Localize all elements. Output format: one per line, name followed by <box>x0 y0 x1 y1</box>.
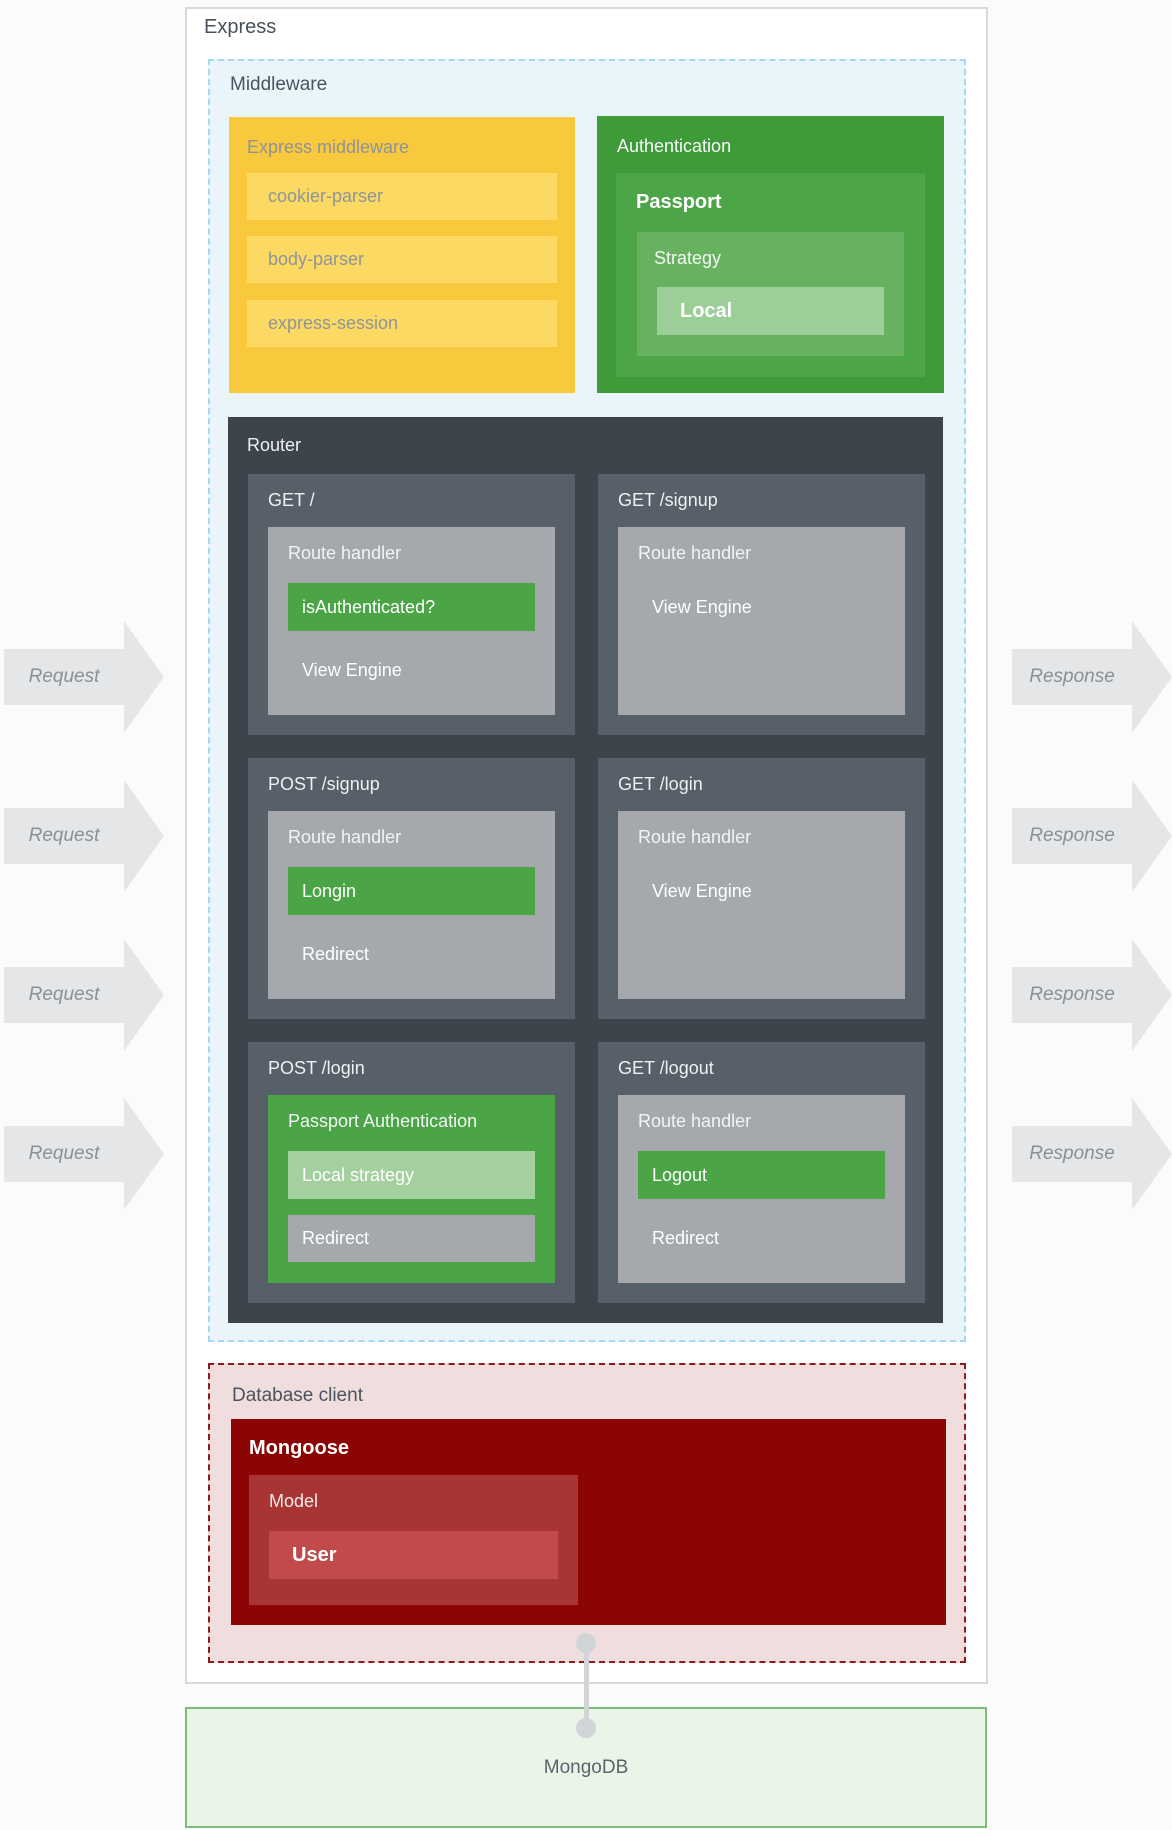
mongoose-box: Mongoose Model User <box>231 1419 946 1625</box>
route-handler-box: Route handler View Engine <box>618 811 905 999</box>
response-arrow-icon: Response <box>1012 1098 1172 1210</box>
mongoose-title: Mongoose <box>249 1437 349 1459</box>
express-middleware-box: Express middleware cookier-parser body-p… <box>229 117 575 393</box>
request-arrow-icon: Request <box>4 621 164 733</box>
db-connection-endpoint-icon <box>576 1718 596 1738</box>
route-handler-box: Route handler isAuthenticated? View Engi… <box>268 527 555 715</box>
response-label: Response <box>1029 825 1115 846</box>
middleware-item-express-session: express-session <box>247 300 557 347</box>
middleware-item-cookier-parser: cookier-parser <box>247 173 557 220</box>
route-handler-box: Route handler Longin Redirect <box>268 811 555 999</box>
passport-title: Passport <box>636 191 722 213</box>
route-title: GET /signup <box>618 490 718 510</box>
route-step-isauthenticated: isAuthenticated? <box>288 583 535 631</box>
route-card-post-signup: POST /signup Route handler Longin Redire… <box>248 758 575 1019</box>
request-label: Request <box>28 825 100 846</box>
route-title: POST /login <box>268 1058 365 1078</box>
middleware-title: Middleware <box>230 74 328 95</box>
route-handler-title: Route handler <box>638 827 752 847</box>
strategy-box: Strategy Local <box>637 232 904 356</box>
authentication-title: Authentication <box>617 136 732 156</box>
route-title: GET /login <box>618 774 703 794</box>
router-box: Router GET / Route handler isAuthenticat… <box>228 417 943 1323</box>
strategy-title: Strategy <box>654 248 722 268</box>
response-label: Response <box>1029 1143 1115 1164</box>
user-model-box: User <box>269 1531 558 1579</box>
request-arrow-icon: Request <box>4 939 164 1051</box>
route-title: GET /logout <box>618 1058 714 1078</box>
db-connection-endpoint-icon <box>576 1633 596 1653</box>
route-card-get-signup: GET /signup Route handler View Engine <box>598 474 925 735</box>
express-middleware-title: Express middleware <box>247 137 410 157</box>
route-step-redirect: Redirect <box>288 931 535 978</box>
authentication-box: Authentication Passport Strategy Local <box>597 116 944 393</box>
route-step-view-engine: View Engine <box>638 867 885 915</box>
route-step-view-engine: View Engine <box>288 647 535 694</box>
database-client-title: Database client <box>232 1385 363 1406</box>
response-arrow-icon: Response <box>1012 780 1172 892</box>
route-step-redirect: Redirect <box>288 1215 535 1262</box>
route-step-view-engine: View Engine <box>638 583 885 631</box>
request-label: Request <box>28 666 100 687</box>
route-handler-title: Route handler <box>638 1111 752 1131</box>
request-label: Request <box>28 1143 100 1164</box>
route-title: POST /signup <box>268 774 380 794</box>
passport-box: Passport Strategy Local <box>616 173 925 377</box>
route-card-get-logout: GET /logout Route handler Logout Redirec… <box>598 1042 925 1303</box>
model-title: Model <box>269 1491 319 1511</box>
mongodb-title: MongoDB <box>543 1756 629 1778</box>
route-step-redirect: Redirect <box>638 1215 885 1262</box>
passport-authentication-box: Passport Authentication Local strategy R… <box>268 1095 555 1283</box>
route-card-get-root: GET / Route handler isAuthenticated? Vie… <box>248 474 575 735</box>
passport-authentication-title: Passport Authentication <box>288 1111 478 1131</box>
route-card-post-login: POST /login Passport Authentication Loca… <box>248 1042 575 1303</box>
db-connection-line <box>584 1643 589 1728</box>
route-step-longin: Longin <box>288 867 535 915</box>
request-label: Request <box>28 984 100 1005</box>
model-box: Model User <box>249 1475 578 1605</box>
route-handler-title: Route handler <box>288 543 402 563</box>
route-card-get-login: GET /login Route handler View Engine <box>598 758 925 1019</box>
response-arrow-icon: Response <box>1012 939 1172 1051</box>
middleware-item-body-parser: body-parser <box>247 236 557 283</box>
response-label: Response <box>1029 666 1115 687</box>
route-step-local-strategy: Local strategy <box>288 1151 535 1199</box>
database-client-container: Database client Mongoose Model User <box>208 1363 966 1663</box>
express-title: Express <box>204 16 277 38</box>
route-title: GET / <box>268 490 315 510</box>
response-arrow-icon: Response <box>1012 621 1172 733</box>
request-arrow-icon: Request <box>4 780 164 892</box>
local-strategy-box: Local <box>657 287 884 335</box>
route-handler-box: Route handler View Engine <box>618 527 905 715</box>
route-step-logout: Logout <box>638 1151 885 1199</box>
route-handler-title: Route handler <box>638 543 752 563</box>
response-label: Response <box>1029 984 1115 1005</box>
router-title: Router <box>247 435 302 455</box>
route-handler-box: Route handler Logout Redirect <box>618 1095 905 1283</box>
route-handler-title: Route handler <box>288 827 402 847</box>
request-arrow-icon: Request <box>4 1098 164 1210</box>
